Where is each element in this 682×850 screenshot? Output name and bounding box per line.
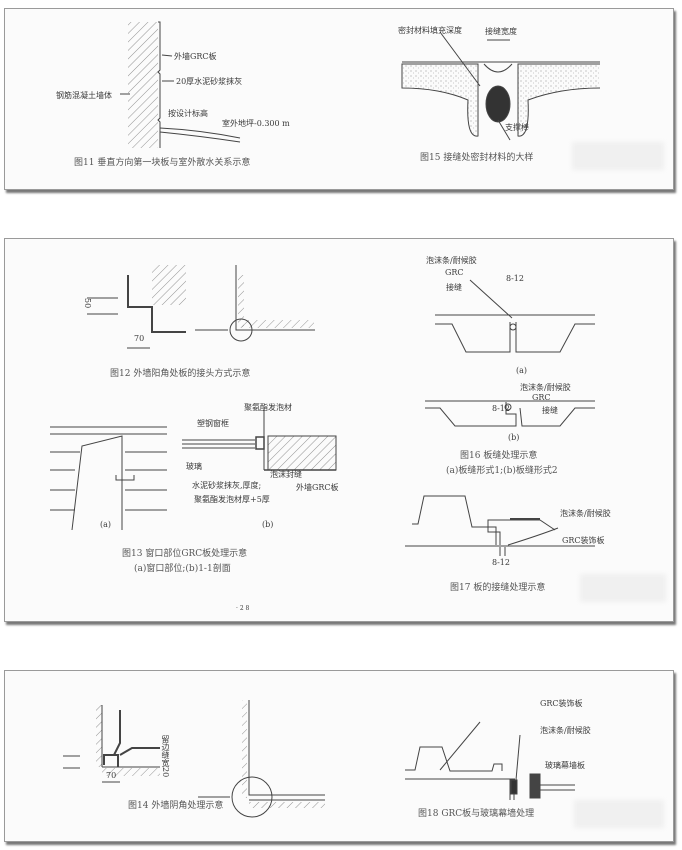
fig13-label-grc-panel: 外墙GRC板 xyxy=(296,483,339,492)
fig13-label-foam-thickness: 聚氨酯发泡材厚+5厚 xyxy=(194,495,270,504)
fig13-label-glass: 玻璃 xyxy=(186,462,202,471)
fig15-label-joint-width: 接缝宽度 xyxy=(485,27,517,36)
fig16a-label-joint: 接缝 xyxy=(446,283,462,292)
fig13-label-mortar: 水泥砂浆抹灰,厚度; xyxy=(192,481,262,490)
fig12-dim-50: 50 xyxy=(83,298,92,309)
fig18-label-glass-curtain: 玻璃幕墙板 xyxy=(545,761,585,770)
fig12-dim-70: 70 xyxy=(134,334,145,343)
fig13-label-foam-seal: 泡沫封缝 xyxy=(270,470,302,479)
watermark-blur xyxy=(572,142,664,170)
fig16-caption: 图16 板缝处理示意 xyxy=(460,451,538,461)
fig16b-label-grc: GRC xyxy=(532,393,551,402)
fig16b-dim: 8-12 xyxy=(492,404,510,413)
fig11-caption: 图11 垂直方向第一块板与室外散水关系示意 xyxy=(74,158,251,168)
fig11-label-concrete-wall: 钢筋混凝土墙体 xyxy=(56,91,112,100)
fig16a-dim: 8-12 xyxy=(506,274,524,283)
fig16-subcaption: (a)板缝形式1;(b)板缝形式2 xyxy=(446,466,558,476)
fig15-caption: 图15 接缝处密封材料的大样 xyxy=(420,153,534,163)
fig16b-label-joint: 接缝 xyxy=(542,406,558,415)
fig15-label-sealant-depth: 密封材料填充深度 xyxy=(398,26,462,35)
fig17-dim: 8-12 xyxy=(492,558,510,567)
fig18-label-foam-sealant: 泡沫条/耐候胶 xyxy=(540,726,591,735)
fig15-label-backer-rod: 支撑棒 xyxy=(505,123,529,132)
fig18-label-grc-panel: GRC装饰板 xyxy=(540,699,583,708)
fig11-label-outdoor-ground: 室外地坪-0.300 m xyxy=(222,119,290,128)
fig18-caption: 图18 GRC板与玻璃幕墙处理 xyxy=(418,809,535,819)
fig13a-sub: (a) xyxy=(100,520,112,529)
fig13-subcaption: (a)窗口部位;(b)1-1剖面 xyxy=(134,564,231,574)
fig17-caption: 图17 板的接缝处理示意 xyxy=(450,583,546,593)
fig16a-label-grc: GRC xyxy=(445,268,464,277)
watermark-blur xyxy=(574,800,664,828)
page-number: · 2 8 xyxy=(236,605,250,612)
fig13b-sub: (b) xyxy=(262,520,274,529)
fig14-dim-gap: 留边缝宽20 xyxy=(161,735,170,778)
fig17-label-grc-panel: GRC装饰板 xyxy=(562,536,605,545)
fig13-label-pu-foam: 聚氨酯发泡材 xyxy=(244,403,292,412)
fig11-label-mortar: 20厚水泥砂浆抹灰 xyxy=(176,77,243,86)
fig16a-label-foam-sealant: 泡沫条/耐候胶 xyxy=(426,256,477,265)
fig14-dim-70: 70 xyxy=(106,771,117,780)
fig13-label-window-frame: 塑钢窗框 xyxy=(197,419,229,428)
fig11-label-design-elevation: 按设计标高 xyxy=(168,109,208,118)
fig14-caption: 图14 外墙阴角处理示意 xyxy=(128,801,224,811)
watermark-blur xyxy=(580,574,666,602)
fig16a-sub: (a) xyxy=(516,366,528,375)
fig17-label-foam-sealant: 泡沫条/耐候胶 xyxy=(560,509,611,518)
fig11-label-grc-panel: 外墙GRC板 xyxy=(174,52,217,61)
fig13-caption: 图13 窗口部位GRC板处理示意 xyxy=(122,549,248,559)
fig16b-sub: (b) xyxy=(508,433,520,442)
fig16b-label-foam-sealant: 泡沫条/耐候胶 xyxy=(520,383,571,392)
panel-fig12-fig17 xyxy=(4,238,674,622)
fig12-caption: 图12 外墙阳角处板的接头方式示意 xyxy=(110,369,251,379)
